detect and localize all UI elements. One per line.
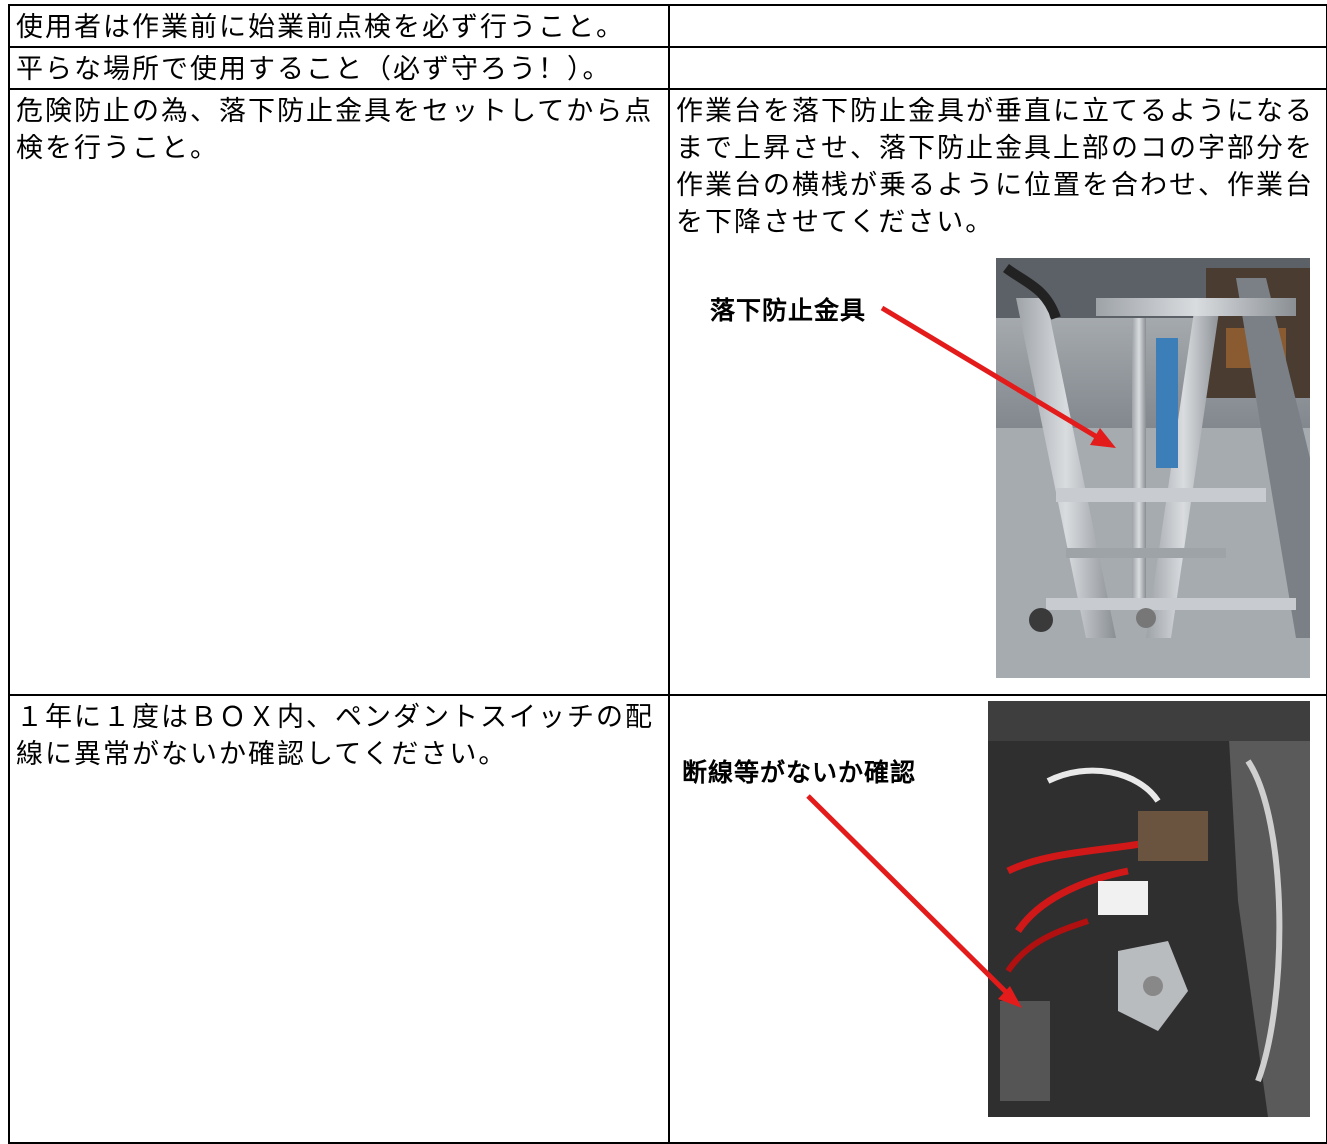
arrow-icon: [806, 794, 1022, 1008]
instruction-text: 平らな場所で使用すること（必ず守ろう！）。: [16, 54, 612, 85]
photo-label: 落下防止金具: [710, 296, 867, 325]
scissor-lift-image: [996, 258, 1310, 678]
fall-prevention-photo: [996, 258, 1310, 678]
table-cell: [668, 4, 1327, 48]
wiring-box-photo: [988, 701, 1310, 1117]
detail-text: [670, 48, 1326, 51]
inspection-sheet: 使用者は作業前に始業前点検を必ず行うこと。 平らな場所で使用すること（必ず守ろう…: [8, 4, 1327, 1144]
table-cell: 平らな場所で使用すること（必ず守ろう！）。: [8, 46, 670, 90]
table-cell: 断線等がないか確認: [668, 694, 1327, 1144]
photo-label: 断線等がないか確認: [682, 758, 917, 787]
table-cell: [668, 46, 1327, 90]
table-row: １年に１度はＢＯＸ内、ペンダントスイッチの配線に異常がないか確認してください。 …: [8, 694, 1327, 1144]
table-cell: 作業台を落下防止金具が垂直に立てるようになるまで上昇させ、落下防止金具上部のコの…: [668, 88, 1327, 696]
table-cell: 使用者は作業前に始業前点検を必ず行うこと。: [8, 4, 670, 48]
instruction-text: １年に１度はＢＯＸ内、ペンダントスイッチの配線に異常がないか確認してください。: [16, 702, 654, 770]
arrow-icon: [880, 305, 1116, 448]
detail-text: 作業台を落下防止金具が垂直に立てるようになるまで上昇させ、落下防止金具上部のコの…: [676, 96, 1314, 238]
table-cell: 危険防止の為、落下防止金具をセットしてから点検を行うこと。: [8, 88, 670, 696]
instruction-text: 危険防止の為、落下防止金具をセットしてから点検を行うこと。: [16, 96, 654, 164]
wiring-image: [988, 701, 1310, 1117]
table-row: 使用者は作業前に始業前点検を必ず行うこと。: [8, 4, 1327, 48]
table-row: 危険防止の為、落下防止金具をセットしてから点検を行うこと。 作業台を落下防止金具…: [8, 88, 1327, 696]
table-cell: １年に１度はＢＯＸ内、ペンダントスイッチの配線に異常がないか確認してください。: [8, 694, 670, 1144]
table-row: 平らな場所で使用すること（必ず守ろう！）。: [8, 46, 1327, 90]
detail-text: [670, 6, 1326, 9]
inspection-table: 使用者は作業前に始業前点検を必ず行うこと。 平らな場所で使用すること（必ず守ろう…: [8, 4, 1327, 1144]
instruction-text: 使用者は作業前に始業前点検を必ず行うこと。: [16, 12, 625, 43]
